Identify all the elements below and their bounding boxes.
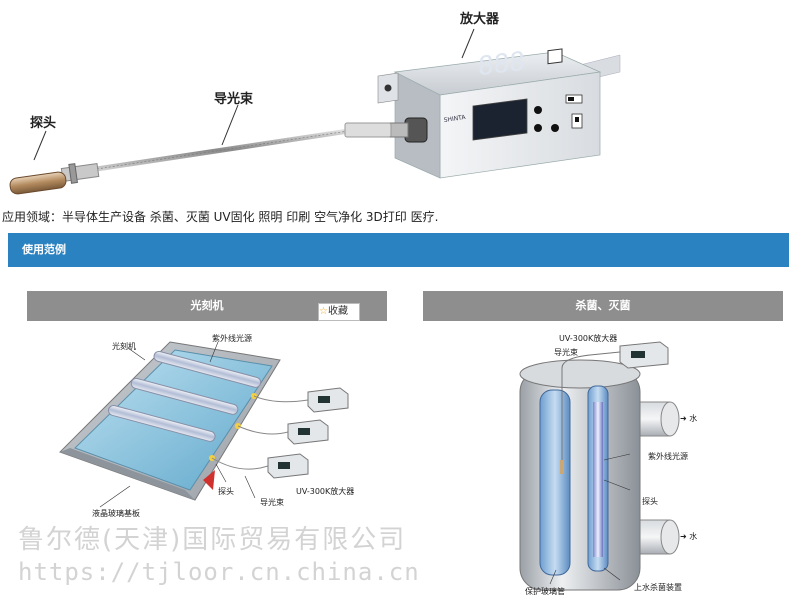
application-fields-text: 应用领域：半导体生产设备 杀菌、灭菌 UV固化 照明 印刷 空气净化 3D打印 …: [2, 210, 439, 224]
digit-display: 888: [478, 47, 525, 83]
label-amplifier-right: UV-300K放大器: [559, 334, 618, 343]
sterilization-illustration: [500, 330, 700, 600]
lithography-illustration: [40, 330, 410, 530]
arrow-right-icon: ➜: [680, 414, 687, 423]
label-water-out: ➜ 水: [680, 531, 697, 542]
label-uv-source-left: 紫外线光源: [212, 334, 252, 343]
label-fiber-left: 导光束: [260, 498, 284, 507]
panel-header-sterilization: 杀菌、灭菌: [423, 291, 783, 321]
label-uv-source-right: 紫外线光源: [648, 452, 688, 461]
sterilization-diagram: [519, 341, 680, 591]
section-header-usage-examples: 使用范例: [8, 233, 789, 267]
panel-title-right: 杀菌、灭菌: [575, 299, 631, 312]
fiber-callout: 导光束: [214, 92, 254, 107]
star-icon: ☆: [319, 306, 328, 317]
label-probe-left: 探头: [218, 487, 234, 496]
label-water-in: ➜ 水: [680, 413, 697, 424]
label-glass-substrate: 液晶玻璃基板: [92, 509, 140, 518]
label-protective-tube: 保护玻璃管: [525, 587, 565, 596]
hero-illustration: 888 SHINTA: [0, 0, 799, 205]
panel-title-left: 光刻机: [190, 299, 224, 312]
label-water-in-text: 水: [689, 414, 698, 423]
watermark-company: 鲁尔德(天津)国际贸易有限公司: [18, 525, 407, 555]
lithography-diagram: [59, 341, 349, 508]
amplifier-callout: 放大器: [460, 12, 500, 27]
label-probe-right: 探头: [642, 497, 658, 506]
favorite-button[interactable]: ☆收藏: [318, 303, 360, 321]
product-diagram: 888 SHINTA: [9, 28, 621, 195]
label-sterilization-device: 上水杀菌装置: [634, 583, 682, 592]
arrow-right-icon: ➜: [680, 532, 687, 541]
label-fiber-right: 导光束: [554, 348, 578, 357]
favorite-label: 收藏: [327, 306, 348, 317]
label-amplifier-left: UV-300K放大器: [296, 487, 355, 496]
watermark-url: https://tjloor.cn.china.cn: [18, 558, 420, 586]
probe-callout: 探头: [30, 116, 57, 131]
section-title: 使用范例: [22, 243, 66, 256]
label-water-out-text: 水: [689, 532, 698, 541]
brand-logo: SHINTA: [443, 114, 467, 124]
panel-header-lithography: 光刻机: [27, 291, 387, 321]
label-lithography-machine: 光刻机: [112, 342, 136, 351]
